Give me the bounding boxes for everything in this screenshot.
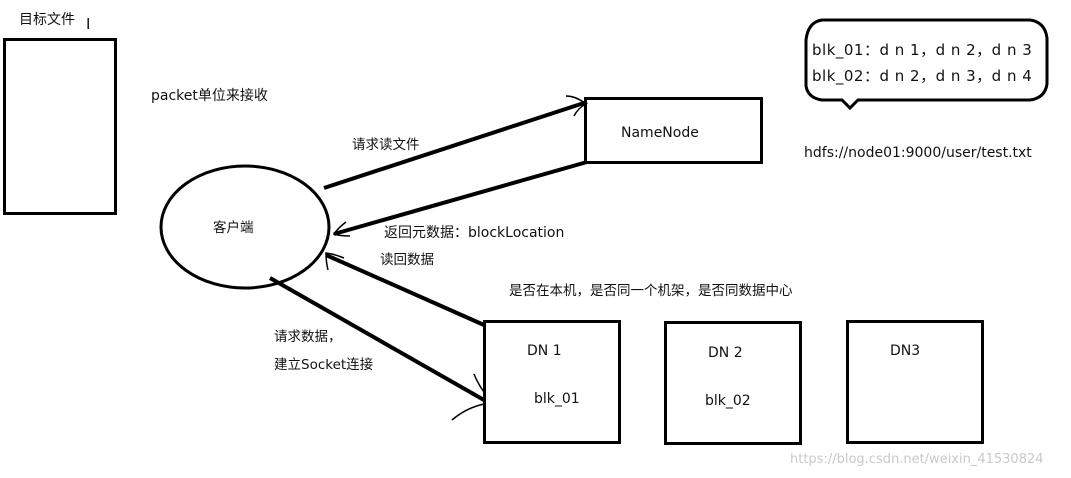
locality-note: 是否在本机，是否同一个机架，是否同数据中心 (509, 283, 793, 299)
edge-label-read-back: 读回数据 (380, 252, 434, 268)
edge-return-metadata (333, 160, 588, 236)
datanode-box-3 (846, 320, 984, 444)
datanode-name-2: DN 2 (708, 345, 743, 361)
packet-note: packet单位来接收 (151, 88, 268, 104)
datanode-block-2: blk_02 (705, 393, 751, 409)
edge-request-data (269, 276, 485, 402)
namenode-box (584, 97, 763, 164)
arrowhead-return-metadata (332, 221, 351, 237)
metadata-bubble-outline (804, 18, 1049, 111)
watermark: https://blog.csdn.net/weixin_41530824 (790, 452, 1044, 467)
edge-read-back (325, 253, 485, 327)
edge-label-return-metadata: 返回元数据：blockLocation (384, 225, 565, 241)
datanode-box-2 (664, 321, 802, 445)
arrowhead-request-data-tail (451, 403, 485, 421)
datanode-name-1: DN 1 (527, 343, 562, 359)
metadata-line-1: blk_01：d n 1，d n 2，d n 3 (812, 41, 1033, 59)
edge-label-request-data-1: 请求数据， (274, 329, 342, 345)
datanode-name-3: DN3 (890, 343, 921, 359)
edge-request-read (323, 100, 588, 190)
hdfs-path: hdfs://node01:9000/user/test.txt (804, 145, 1032, 161)
client-label: 客户端 (213, 220, 254, 236)
metadata-line-2: blk_02：d n 2，d n 3，d n 4 (812, 67, 1033, 85)
datanode-block-1: blk_01 (534, 391, 580, 407)
client-ellipse (159, 164, 331, 290)
text-cursor-icon: I (86, 15, 91, 33)
target-file-label: 目标文件 (19, 12, 75, 28)
edge-label-request-read: 请求读文件 (352, 137, 420, 153)
edge-label-request-data-2: 建立Socket连接 (274, 357, 374, 373)
target-file-box (3, 38, 117, 215)
datanode-box-1 (483, 320, 621, 444)
arrowhead-read-back (325, 252, 345, 271)
namenode-label: NameNode (621, 125, 699, 141)
